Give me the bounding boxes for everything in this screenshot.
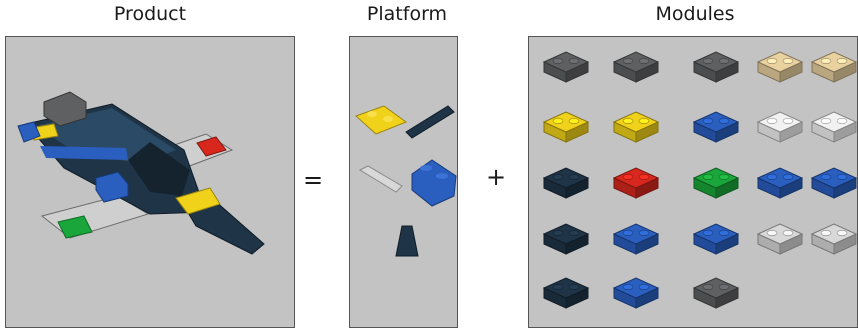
module-brick-yellow — [542, 111, 590, 143]
module-brick-green — [692, 167, 740, 199]
platform-parts — [355, 105, 457, 257]
modules-panel — [528, 36, 858, 328]
module-brick-light-gray — [756, 223, 804, 255]
heading-platform: Platform — [366, 3, 448, 25]
module-grid — [542, 51, 858, 309]
module-brick-dark-gray — [612, 51, 660, 83]
module-brick-blue — [612, 277, 660, 309]
platform-blue-brick — [411, 159, 457, 207]
module-brick-white — [756, 111, 804, 143]
module-brick-blue — [612, 223, 660, 255]
equals-sign: = — [303, 166, 324, 194]
module-brick-dark-navy — [542, 277, 590, 309]
platform-navy-long-plate — [405, 105, 455, 139]
module-brick-blue — [692, 223, 740, 255]
module-brick-white — [810, 111, 858, 143]
platform-yellow-plate — [355, 105, 408, 135]
module-brick-tan — [810, 51, 858, 83]
module-brick-blue — [810, 167, 858, 199]
aircraft-model — [17, 91, 265, 255]
plus-sign: + — [486, 163, 507, 191]
heading-modules: Modules — [655, 3, 735, 25]
platform-navy-cone — [395, 225, 419, 257]
module-brick-light-gray — [810, 223, 858, 255]
module-brick-blue — [756, 167, 804, 199]
module-brick-dark-gray — [692, 51, 740, 83]
module-brick-red — [612, 167, 660, 199]
platform-white-bar — [358, 165, 403, 193]
module-brick-dark-gray — [542, 51, 590, 83]
module-brick-dark-navy — [542, 167, 590, 199]
module-brick-yellow — [612, 111, 660, 143]
module-brick-dark-navy — [542, 223, 590, 255]
module-brick-tan — [756, 51, 804, 83]
heading-product: Product — [113, 3, 187, 25]
module-brick-dark-gray — [692, 277, 740, 309]
module-brick-blue — [692, 111, 740, 143]
